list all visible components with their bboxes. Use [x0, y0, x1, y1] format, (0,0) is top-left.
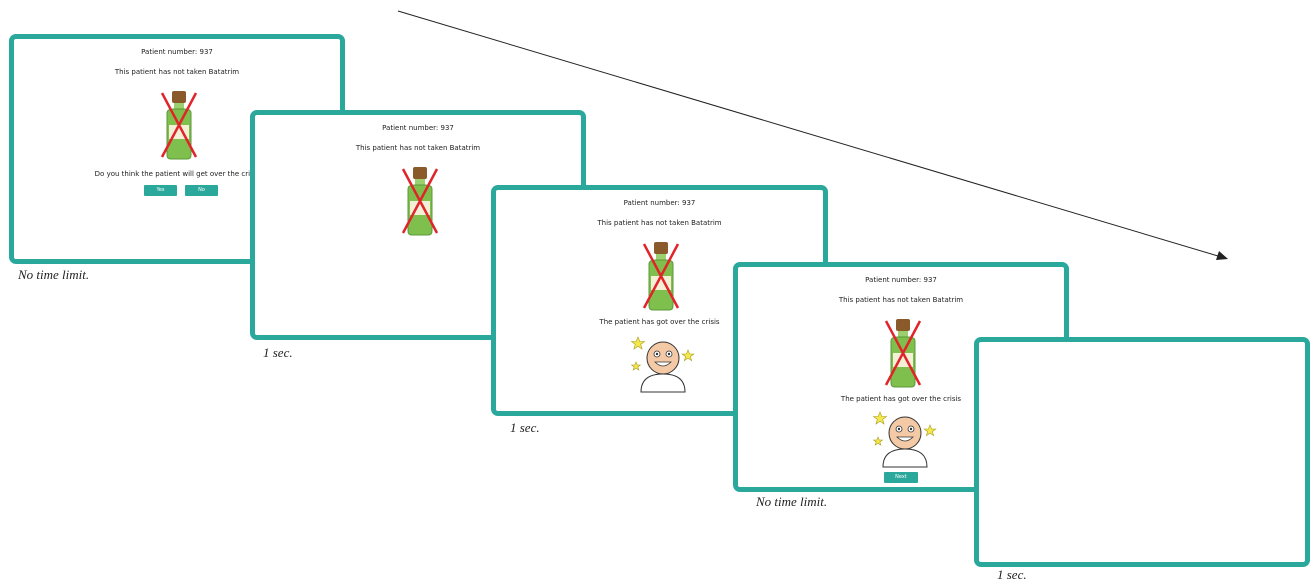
outcome-text: The patient has got over the crisis: [840, 395, 962, 403]
patient-number: Patient number: 937: [865, 276, 937, 284]
yes-button[interactable]: Yes: [144, 185, 177, 196]
treatment-text: This patient has not taken Batatrim: [838, 296, 964, 304]
star-icon: [630, 336, 646, 350]
crossed-bottle-icon: [160, 91, 198, 160]
outcome-text: The patient has got over the crisis: [599, 318, 720, 326]
patient-number: Patient number: 937: [382, 124, 454, 132]
crossed-bottle-icon: [642, 242, 680, 311]
treatment-text: This patient has not taken Batatrim: [114, 68, 240, 76]
no-button[interactable]: No: [185, 185, 218, 196]
star-icon: [872, 436, 884, 446]
screen-5: [974, 337, 1310, 567]
caption-screen-5: 1 sec.: [997, 567, 1027, 582]
caption-screen-4: No time limit.: [756, 494, 828, 509]
crossed-bottle-icon: [401, 167, 439, 236]
star-icon: [923, 424, 937, 437]
happy-face-icon: [872, 411, 937, 468]
treatment-text: This patient has not taken Batatrim: [355, 144, 481, 152]
caption-screen-2: 1 sec.: [263, 345, 293, 360]
treatment-text: This patient has not taken Batatrim: [597, 219, 722, 227]
crossed-bottle-icon: [884, 319, 922, 388]
caption-screen-1: No time limit.: [18, 267, 90, 282]
question-text: Do you think the patient will get over t…: [94, 170, 260, 178]
next-button[interactable]: Next: [884, 472, 918, 483]
star-icon: [872, 411, 888, 425]
patient-number: Patient number: 937: [623, 199, 696, 207]
caption-screen-3: 1 sec.: [510, 420, 540, 435]
star-icon: [681, 349, 695, 362]
patient-number: Patient number: 937: [141, 48, 213, 56]
star-icon: [630, 361, 642, 371]
happy-face-icon: [630, 336, 695, 393]
